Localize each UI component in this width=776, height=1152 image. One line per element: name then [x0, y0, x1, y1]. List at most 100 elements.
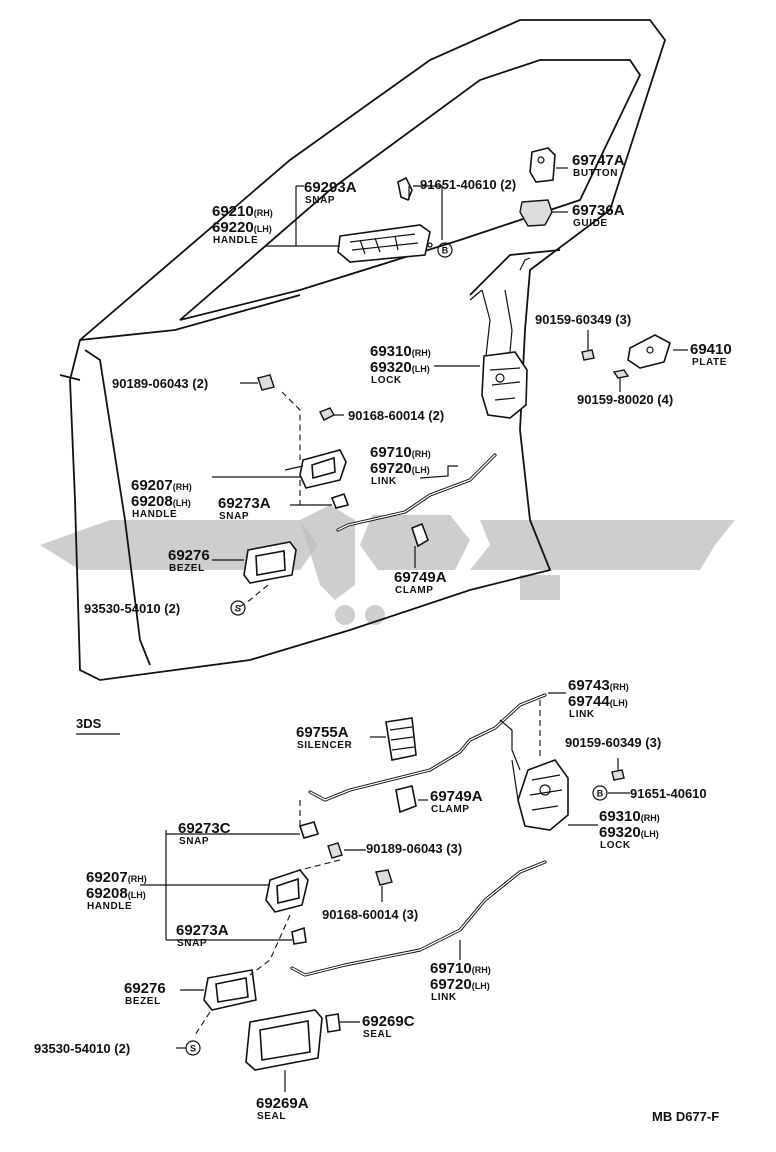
- label-69273C-snap: 69273C SNAP: [178, 820, 231, 847]
- svg-text:S: S: [190, 1044, 196, 1054]
- svg-text:SNAP: SNAP: [179, 836, 209, 847]
- bezel-part-bottom: [203, 969, 257, 1011]
- svg-text:69310(RH): 69310(RH): [370, 343, 431, 360]
- svg-text:69410: 69410: [690, 341, 732, 358]
- door-lock-part-top: [469, 257, 531, 419]
- svg-text:90189-06043 (3): 90189-06043 (3): [366, 841, 462, 856]
- seal-part-large: [245, 1009, 323, 1071]
- svg-text:69210(RH): 69210(RH): [212, 203, 273, 220]
- svg-text:93530-54010 (2): 93530-54010 (2): [34, 1041, 130, 1056]
- snap-part-bottom-c: [298, 821, 320, 839]
- svg-text:69276: 69276: [124, 980, 166, 997]
- leader-lines-bottom: [140, 692, 630, 1092]
- label-69273A-snap-bottom: 69273A SNAP: [176, 922, 229, 949]
- label-90159-top: 90159-60349 (3): [535, 312, 631, 327]
- label-91651-bottom: 91651-40610: [630, 786, 707, 801]
- svg-text:69273C: 69273C: [178, 820, 231, 837]
- svg-text:HANDLE: HANDLE: [87, 901, 132, 912]
- seal-part-small: [325, 1013, 341, 1033]
- svg-text:90159-80020 (4): 90159-80020 (4): [577, 392, 673, 407]
- svg-text:S: S: [235, 604, 241, 614]
- svg-text:LINK: LINK: [431, 992, 457, 1003]
- svg-text:SNAP: SNAP: [177, 938, 207, 949]
- outside-handle-part: [337, 224, 433, 263]
- svg-text:SILENCER: SILENCER: [297, 740, 353, 751]
- svg-text:SNAP: SNAP: [219, 511, 249, 522]
- svg-text:69208(LH): 69208(LH): [86, 885, 146, 902]
- label-69710-link-top: 69710(RH) 69720(LH) LINK: [370, 444, 431, 487]
- svg-text:90189-06043 (2): 90189-06043 (2): [112, 376, 208, 391]
- svg-text:69310(RH): 69310(RH): [599, 808, 660, 825]
- svg-text:69744(LH): 69744(LH): [568, 693, 628, 710]
- svg-text:90159-60349 (3): 90159-60349 (3): [535, 312, 631, 327]
- svg-text:69710(RH): 69710(RH): [430, 960, 491, 977]
- door-outline: [59, 19, 666, 681]
- svg-text:CLAMP: CLAMP: [431, 804, 470, 815]
- svg-text:69273A: 69273A: [176, 922, 229, 939]
- label-69207-handle-bottom: 69207(RH) 69208(LH) HANDLE: [86, 869, 147, 912]
- svg-text:SEAL: SEAL: [257, 1111, 286, 1122]
- svg-text:PLATE: PLATE: [692, 357, 727, 368]
- svg-text:69755A: 69755A: [296, 724, 349, 741]
- svg-text:BEZEL: BEZEL: [169, 563, 205, 574]
- svg-text:SEAL: SEAL: [363, 1029, 392, 1040]
- svg-text:69276: 69276: [168, 547, 210, 564]
- drawing-code: MB D677-F: [652, 1109, 719, 1124]
- svg-text:69269A: 69269A: [256, 1095, 309, 1112]
- button-part: [529, 147, 556, 183]
- marker-b-top: B: [437, 242, 453, 258]
- svg-text:CLAMP: CLAMP: [395, 585, 434, 596]
- svg-text:69207(RH): 69207(RH): [86, 869, 147, 886]
- svg-text:BUTTON: BUTTON: [573, 168, 618, 179]
- label-90159-bottom: 90159-60349 (3): [565, 735, 661, 750]
- svg-text:B: B: [442, 246, 449, 256]
- variant-label: 3DS: [76, 716, 102, 731]
- svg-text:69320(LH): 69320(LH): [599, 824, 659, 841]
- svg-text:69720(LH): 69720(LH): [430, 976, 490, 993]
- inside-handle-part-bottom: [265, 869, 309, 913]
- svg-text:69207(RH): 69207(RH): [131, 477, 192, 494]
- label-90189-top: 90189-06043 (2): [112, 376, 208, 391]
- svg-text:69720(LH): 69720(LH): [370, 460, 430, 477]
- label-69310-lock-top: 69310(RH) 69320(LH) LOCK: [370, 343, 431, 386]
- svg-text:69220(LH): 69220(LH): [212, 219, 272, 236]
- svg-text:3DS: 3DS: [76, 716, 102, 731]
- label-93530-bottom: 93530-54010 (2): [34, 1041, 130, 1056]
- label-90159-80020: 90159-80020 (4): [577, 392, 673, 407]
- svg-text:69749A: 69749A: [394, 569, 447, 586]
- svg-text:GUIDE: GUIDE: [573, 218, 608, 229]
- label-69207-handle-top: 69207(RH) 69208(LH) HANDLE: [131, 477, 192, 520]
- label-90168-top: 90168-60014 (2): [348, 408, 444, 423]
- label-69749A-clamp-bottom: 69749A CLAMP: [430, 788, 483, 815]
- svg-text:MB D677-F: MB D677-F: [652, 1109, 719, 1124]
- svg-text:93530-54010 (2): 93530-54010 (2): [84, 601, 180, 616]
- marker-s-top: S: [230, 600, 246, 616]
- bezel-part-top: [243, 541, 297, 584]
- label-90168-bottom: 90168-60014 (3): [322, 907, 418, 922]
- striker-plate-part: [627, 334, 671, 369]
- label-90189-bottom: 90189-06043 (3): [366, 841, 462, 856]
- label-69755A-silencer: 69755A SILENCER: [296, 724, 353, 751]
- svg-text:69747A: 69747A: [572, 152, 625, 169]
- inside-handle-part-top: [284, 449, 347, 489]
- svg-text:90168-60014 (2): 90168-60014 (2): [348, 408, 444, 423]
- link-rod-top: [336, 453, 497, 532]
- svg-text:LINK: LINK: [569, 709, 595, 720]
- clamp-part-bottom: [395, 785, 417, 814]
- guide-part: [519, 199, 553, 227]
- svg-text:90168-60014 (3): 90168-60014 (3): [322, 907, 418, 922]
- svg-text:69273A: 69273A: [218, 495, 271, 512]
- label-69710-link-bottom: 69710(RH) 69720(LH) LINK: [430, 960, 491, 1003]
- svg-text:69293A: 69293A: [304, 179, 357, 196]
- svg-text:LOCK: LOCK: [600, 840, 631, 851]
- link-rod-bottom-lower: [290, 860, 547, 977]
- svg-text:69736A: 69736A: [572, 202, 625, 219]
- svg-text:LINK: LINK: [371, 476, 397, 487]
- label-69269A-seal: 69269A SEAL: [256, 1095, 309, 1122]
- svg-text:69269C: 69269C: [362, 1013, 415, 1030]
- marker-b-bottom: B: [592, 785, 608, 801]
- link-rod-bottom-upper: [308, 693, 547, 802]
- door-lock-part-bottom: [499, 719, 569, 831]
- label-69747A-button: 69747A BUTTON: [572, 152, 625, 179]
